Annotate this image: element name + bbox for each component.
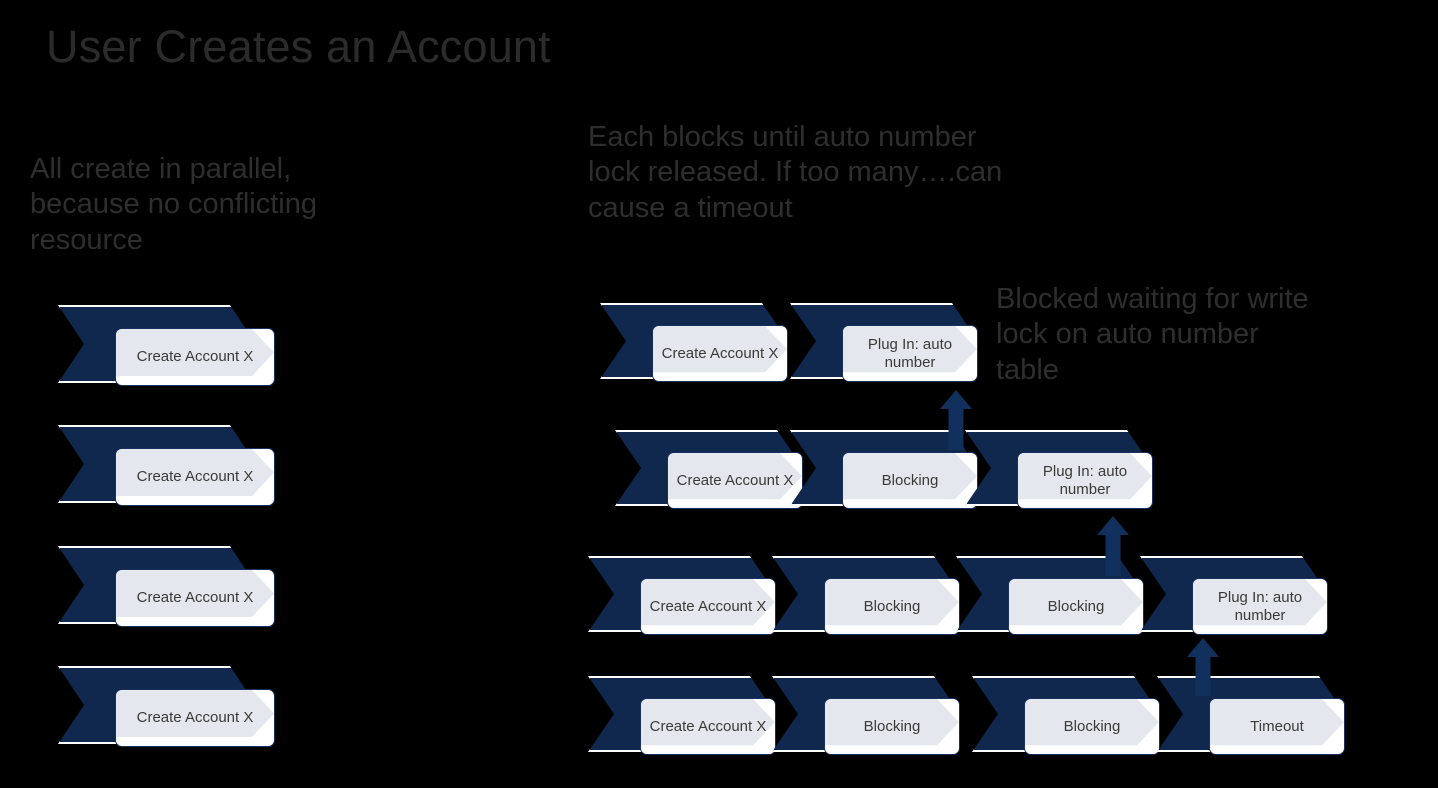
step-label-box[interactable]: Blocking: [1008, 578, 1144, 635]
arrow-shaft: [948, 407, 964, 450]
inner-chevron-fill-icon: [116, 329, 274, 385]
process-step[interactable]: Create Account X: [588, 676, 776, 755]
process-step[interactable]: Create Account X: [588, 556, 776, 635]
process-step[interactable]: Plug In: auto number: [1140, 556, 1328, 635]
step-label-box[interactable]: Create Account X: [667, 452, 803, 509]
process-step[interactable]: Blocking: [772, 556, 960, 635]
process-step[interactable]: Plug In: auto number: [790, 303, 978, 382]
step-label: Create Account X: [136, 709, 254, 726]
step-label-box[interactable]: Create Account X: [640, 578, 776, 635]
inner-chevron-fill-icon: [641, 579, 775, 634]
inner-chevron-fill-icon: [1009, 579, 1143, 634]
inner-chevron-fill-icon: [668, 453, 802, 508]
step-label-box[interactable]: Plug In: auto number: [1192, 578, 1328, 635]
step-label-box[interactable]: Create Account X: [115, 448, 275, 506]
process-step[interactable]: Blocking: [956, 556, 1144, 635]
step-label: Create Account X: [661, 344, 779, 362]
step-label: Timeout: [1250, 717, 1304, 735]
arrow-head-icon: [1187, 638, 1219, 657]
step-label: Create Account X: [136, 348, 254, 365]
step-label: Plug In: auto number: [1042, 462, 1128, 498]
page-title: User Creates an Account: [46, 21, 551, 72]
process-step[interactable]: Timeout: [1157, 676, 1345, 755]
inner-chevron-fill-icon: [1193, 579, 1327, 634]
step-label-box[interactable]: Blocking: [824, 698, 960, 755]
process-step[interactable]: Blocking: [790, 430, 978, 509]
arrow-shaft: [1195, 655, 1211, 696]
process-step[interactable]: Create Account X: [600, 303, 788, 382]
process-step[interactable]: Blocking: [972, 676, 1160, 755]
inner-chevron-fill-icon: [653, 326, 787, 381]
step-label: Blocking: [1063, 717, 1121, 735]
inner-chevron-fill-icon: [116, 690, 274, 746]
step-label: Blocking: [881, 471, 939, 489]
step-label-box[interactable]: Create Account X: [115, 328, 275, 386]
step-label: Create Account X: [136, 468, 254, 485]
note-middle-blocking: Each blocks until auto number lock relea…: [588, 121, 1003, 224]
step-label-box[interactable]: Blocking: [1024, 698, 1160, 755]
arrow-row4-to-row3-icon: [1186, 638, 1220, 696]
arrow-shaft: [1105, 533, 1121, 576]
step-label: Create Account X: [676, 471, 794, 489]
process-step[interactable]: Plug In: auto number: [965, 430, 1153, 509]
step-label-box[interactable]: Create Account X: [640, 698, 776, 755]
step-label: Plug In: auto number: [1217, 588, 1303, 624]
step-label: Create Account X: [649, 597, 767, 615]
note-right-lock: Blocked waiting for write lock on auto n…: [996, 283, 1309, 386]
step-label-box[interactable]: Timeout: [1209, 698, 1345, 755]
step-label-box[interactable]: Create Account X: [652, 325, 788, 382]
inner-chevron-fill-icon: [825, 699, 959, 754]
step-label: Plug In: auto number: [867, 335, 953, 371]
inner-chevron-fill-icon: [116, 449, 274, 505]
step-label-box[interactable]: Plug In: auto number: [842, 325, 978, 382]
inner-chevron-fill-icon: [641, 699, 775, 754]
inner-chevron-fill-icon: [1018, 453, 1152, 508]
inner-chevron-fill-icon: [843, 326, 977, 381]
arrow-head-icon: [1097, 516, 1129, 535]
step-label-box[interactable]: Blocking: [824, 578, 960, 635]
arrow-row3-to-row2-icon: [1096, 516, 1130, 576]
process-step[interactable]: Create Account X: [615, 430, 803, 509]
step-label-box[interactable]: Create Account X: [115, 689, 275, 747]
step-label-box[interactable]: Blocking: [842, 452, 978, 509]
inner-chevron-fill-icon: [1025, 699, 1159, 754]
note-left-parallel: All create in parallel, because no confl…: [30, 153, 317, 256]
step-label: Blocking: [863, 597, 921, 615]
process-step[interactable]: Create Account X: [58, 305, 275, 386]
process-step[interactable]: Create Account X: [58, 666, 275, 747]
inner-chevron-fill-icon: [825, 579, 959, 634]
inner-chevron-fill-icon: [116, 570, 274, 626]
step-label: Blocking: [1047, 597, 1105, 615]
arrow-row2-to-row1-icon: [939, 390, 973, 450]
inner-chevron-fill-icon: [1210, 699, 1344, 754]
step-label-box[interactable]: Create Account X: [115, 569, 275, 627]
process-step[interactable]: Blocking: [772, 676, 960, 755]
step-label: Create Account X: [649, 717, 767, 735]
step-label-box[interactable]: Plug In: auto number: [1017, 452, 1153, 509]
step-label: Create Account X: [136, 589, 254, 606]
process-step[interactable]: Create Account X: [58, 425, 275, 506]
process-step[interactable]: Create Account X: [58, 546, 275, 627]
arrow-head-icon: [940, 390, 972, 409]
step-label: Blocking: [863, 717, 921, 735]
inner-chevron-fill-icon: [843, 453, 977, 508]
